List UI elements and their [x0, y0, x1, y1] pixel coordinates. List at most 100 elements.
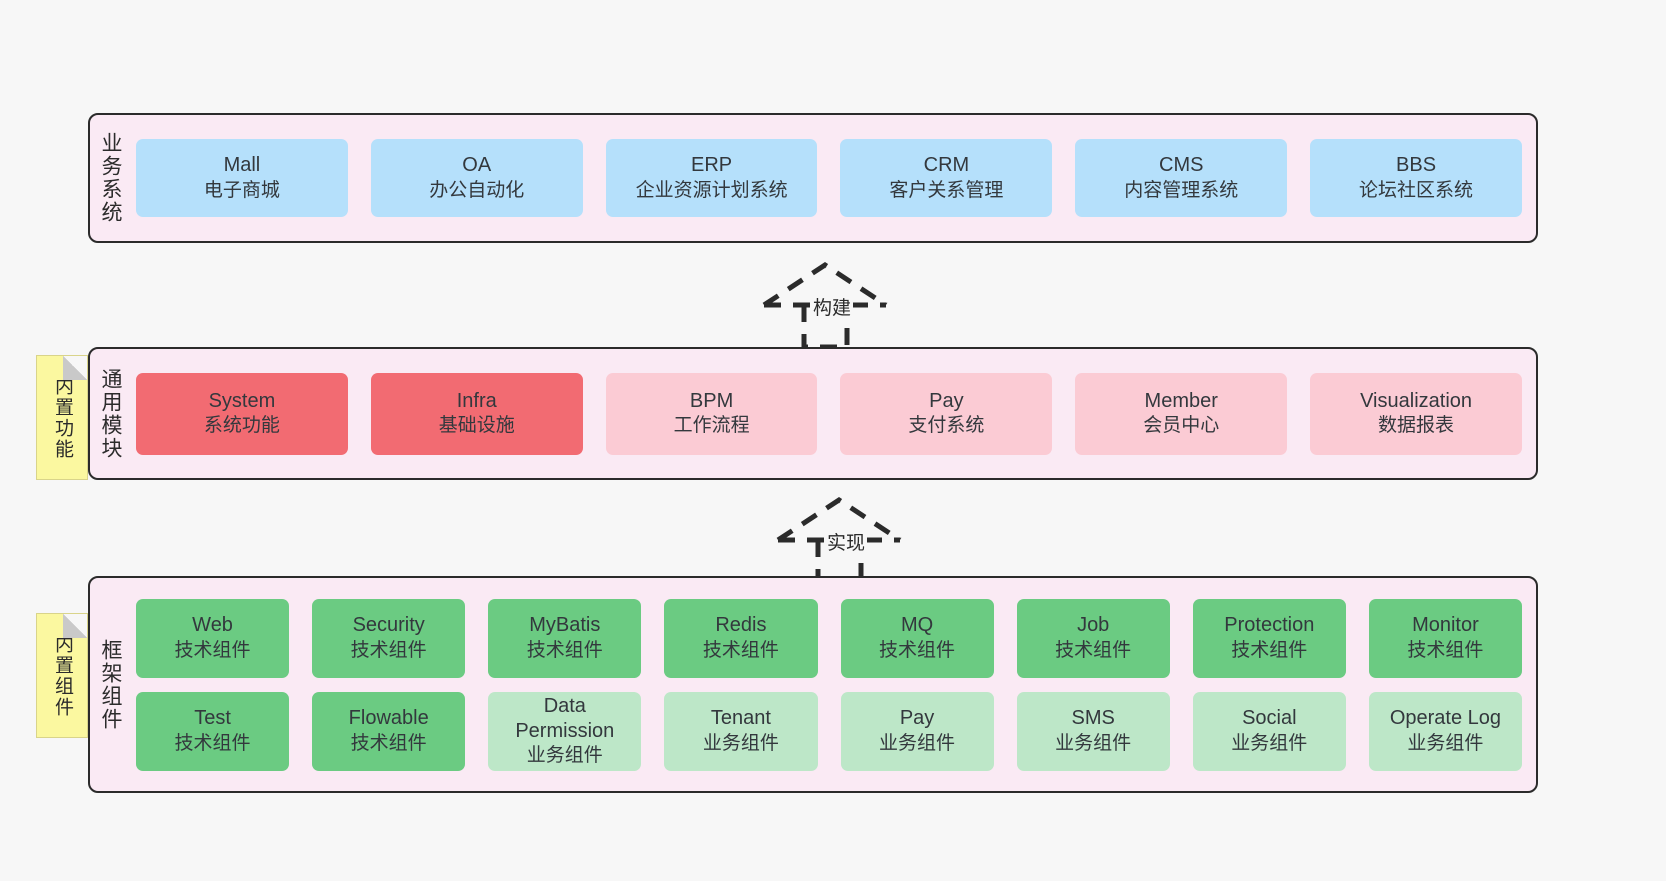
node-social[interactable]: Social 业务组件 — [1192, 691, 1346, 771]
business-systems-row: Mall 电子商城 OA 办公自动化 ERP 企业资源计划系统 CRM 客户关系… — [136, 139, 1522, 217]
node-bbs[interactable]: BBS 论坛社区系统 — [1310, 139, 1522, 217]
node-sms[interactable]: SMS 业务组件 — [1016, 691, 1170, 771]
node-erp-name: ERP — [691, 154, 733, 177]
node-crm[interactable]: CRM 客户关系管理 — [840, 139, 1053, 217]
layer-framework-components-body: Web 技术组件 Security 技术组件 MyBatis 技术组件 Redi… — [130, 578, 1536, 791]
node-monitor-name: Monitor — [1412, 614, 1479, 637]
node-redis-name: Redis — [715, 614, 767, 637]
node-erp-desc: 企业资源计划系统 — [635, 179, 788, 201]
layer-framework-components-title: 框架组件 — [99, 638, 123, 731]
node-crm-desc: 客户关系管理 — [889, 179, 1004, 201]
layer-business-systems-title: 业务系统 — [99, 132, 123, 224]
node-mq[interactable]: MQ 技术组件 — [840, 598, 994, 678]
node-data-permission-name: Data Permission — [515, 694, 615, 743]
node-web-desc: 技术组件 — [174, 639, 251, 661]
node-bpm[interactable]: BPM 工作流程 — [605, 372, 818, 455]
node-mall[interactable]: Mall 电子商城 — [136, 139, 348, 217]
layer-general-modules: 通用模块 System 系统功能 Infra 基础设施 BPM 工作流程 Pay… — [88, 347, 1538, 480]
node-redis-desc: 技术组件 — [702, 639, 779, 661]
node-web-name: Web — [192, 614, 233, 637]
node-operate-log-name: Operate Log — [1389, 707, 1502, 730]
node-redis[interactable]: Redis 技术组件 — [664, 598, 818, 678]
node-crm-name: CRM — [923, 154, 970, 177]
node-member[interactable]: Member 会员中心 — [1075, 372, 1288, 455]
node-oa-desc: 办公自动化 — [429, 179, 525, 201]
node-sms-name: SMS — [1071, 707, 1115, 730]
note-builtin-components-label: 内置组件 — [51, 633, 73, 718]
node-protection-name: Protection — [1224, 614, 1315, 637]
layer-general-modules-body: System 系统功能 Infra 基础设施 BPM 工作流程 Pay 支付系统… — [130, 349, 1536, 478]
connector-build-arrow: 构建 — [757, 259, 917, 350]
node-web[interactable]: Web 技术组件 — [136, 598, 290, 678]
node-protection[interactable]: Protection 技术组件 — [1192, 598, 1346, 678]
node-social-name: Social — [1242, 707, 1297, 730]
node-mq-desc: 技术组件 — [879, 639, 956, 661]
node-bbs-desc: 论坛社区系统 — [1359, 179, 1474, 201]
general-modules-row: System 系统功能 Infra 基础设施 BPM 工作流程 Pay 支付系统… — [136, 372, 1522, 455]
node-cms-name: CMS — [1159, 154, 1204, 177]
layer-general-modules-title: 通用模块 — [99, 367, 123, 460]
connector-build-label: 构建 — [811, 293, 854, 320]
connector-implement-arrow: 实现 — [771, 494, 931, 585]
node-visualization[interactable]: Visualization 数据报表 — [1310, 372, 1522, 455]
node-operate-log-desc: 业务组件 — [1407, 732, 1484, 754]
node-monitor-desc: 技术组件 — [1407, 639, 1484, 661]
node-flowable-desc: 技术组件 — [350, 732, 427, 754]
node-test[interactable]: Test 技术组件 — [136, 691, 290, 771]
node-mybatis[interactable]: MyBatis 技术组件 — [488, 598, 642, 678]
layer-business-systems-body: Mall 电子商城 OA 办公自动化 ERP 企业资源计划系统 CRM 客户关系… — [130, 115, 1536, 241]
node-pay-module-desc: 支付系统 — [908, 415, 985, 437]
note-builtin-functions: 内置功能 — [36, 355, 88, 480]
node-pay-module[interactable]: Pay 支付系统 — [840, 372, 1053, 455]
node-member-name: Member — [1144, 389, 1218, 412]
node-security-desc: 技术组件 — [350, 639, 427, 661]
node-sms-desc: 业务组件 — [1055, 732, 1132, 754]
framework-tech-row: Web 技术组件 Security 技术组件 MyBatis 技术组件 Redi… — [136, 598, 1522, 678]
node-monitor[interactable]: Monitor 技术组件 — [1368, 598, 1522, 678]
connector-implement-label: 实现 — [825, 528, 868, 555]
node-oa-name: OA — [462, 154, 492, 177]
node-mall-name: Mall — [223, 154, 261, 177]
node-social-desc: 业务组件 — [1231, 732, 1308, 754]
node-bpm-name: BPM — [689, 389, 734, 412]
node-member-desc: 会员中心 — [1143, 415, 1220, 437]
node-pay-module-name: Pay — [929, 389, 964, 412]
node-job-name: Job — [1077, 614, 1110, 637]
node-bpm-desc: 工作流程 — [673, 415, 750, 437]
node-visualization-desc: 数据报表 — [1378, 415, 1455, 437]
node-oa[interactable]: OA 办公自动化 — [370, 139, 583, 217]
node-mybatis-name: MyBatis — [529, 614, 601, 637]
node-visualization-name: Visualization — [1360, 389, 1473, 412]
node-data-permission-desc: 业务组件 — [526, 745, 603, 767]
node-pay-component-desc: 业务组件 — [879, 732, 956, 754]
node-mybatis-desc: 技术组件 — [526, 639, 603, 661]
node-system[interactable]: System 系统功能 — [136, 372, 348, 455]
node-mall-desc: 电子商城 — [203, 179, 280, 201]
node-data-permission[interactable]: Data Permission 业务组件 — [488, 691, 642, 771]
node-security[interactable]: Security 技术组件 — [312, 598, 466, 678]
node-system-desc: 系统功能 — [203, 415, 280, 437]
node-system-name: System — [208, 389, 276, 412]
node-cms[interactable]: CMS 内容管理系统 — [1075, 139, 1288, 217]
node-cms-desc: 内容管理系统 — [1124, 179, 1239, 201]
node-test-name: Test — [194, 707, 231, 730]
node-flowable[interactable]: Flowable 技术组件 — [312, 691, 466, 771]
node-job[interactable]: Job 技术组件 — [1016, 598, 1170, 678]
node-erp[interactable]: ERP 企业资源计划系统 — [605, 139, 818, 217]
layer-business-systems: 业务系统 Mall 电子商城 OA 办公自动化 ERP 企业资源计划系统 CRM… — [88, 113, 1538, 243]
node-flowable-name: Flowable — [348, 707, 429, 730]
node-job-desc: 技术组件 — [1055, 639, 1132, 661]
node-infra-desc: 基础设施 — [438, 415, 515, 437]
node-pay-component[interactable]: Pay 业务组件 — [840, 691, 994, 771]
node-test-desc: 技术组件 — [174, 732, 251, 754]
node-tenant[interactable]: Tenant 业务组件 — [664, 691, 818, 771]
node-protection-desc: 技术组件 — [1231, 639, 1308, 661]
note-builtin-functions-label: 内置功能 — [51, 375, 73, 460]
node-tenant-name: Tenant — [710, 707, 771, 730]
node-pay-component-name: Pay — [899, 707, 935, 730]
node-infra[interactable]: Infra 基础设施 — [370, 372, 583, 455]
node-bbs-name: BBS — [1396, 154, 1437, 177]
node-tenant-desc: 业务组件 — [702, 732, 779, 754]
node-operate-log[interactable]: Operate Log 业务组件 — [1368, 691, 1522, 771]
